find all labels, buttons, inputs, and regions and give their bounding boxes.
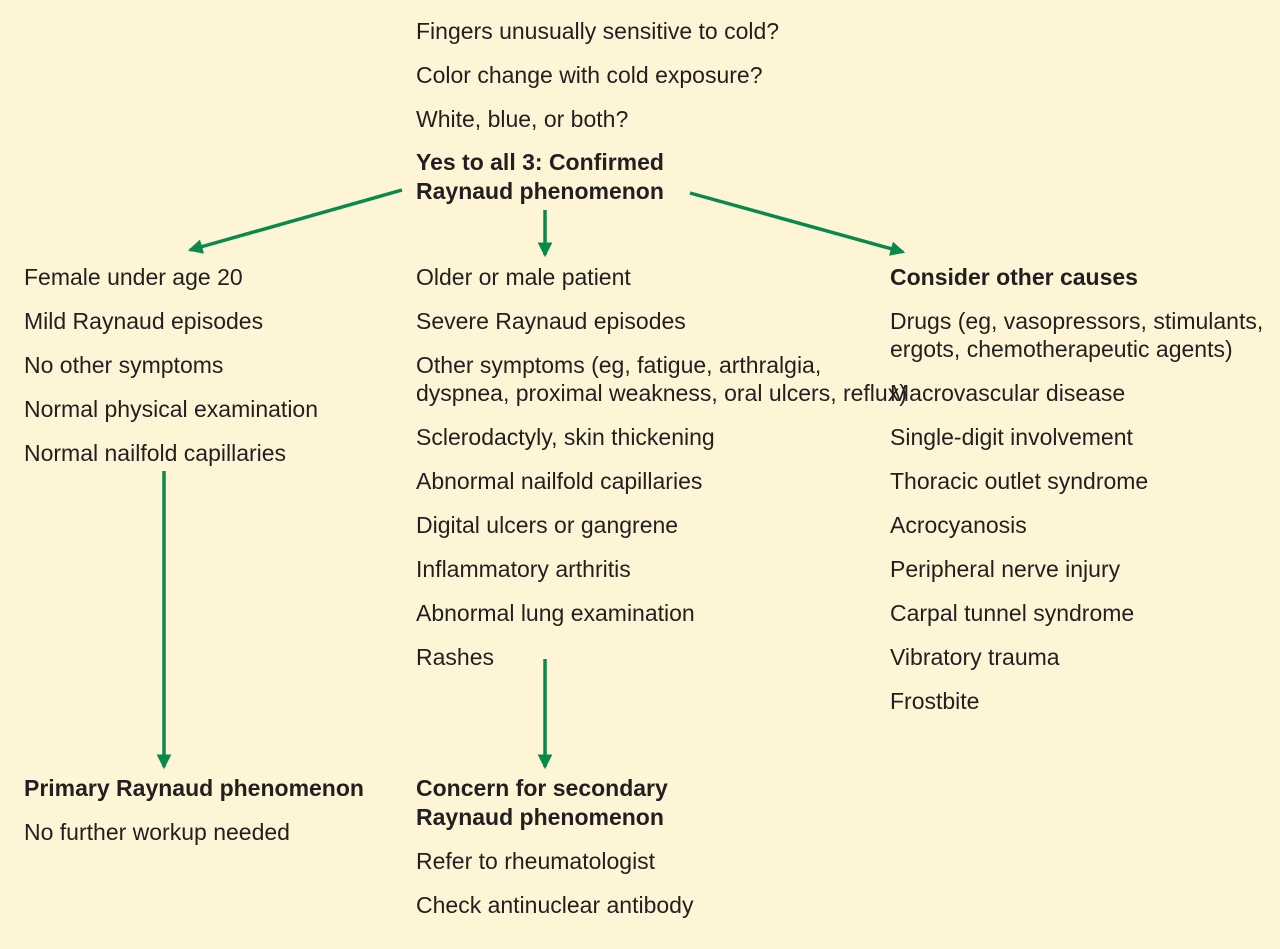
other-cause: ergots, chemotherapeutic agents) bbox=[890, 336, 1233, 362]
secondary-raynaud-outcome-title-line1: Concern for secondary bbox=[416, 775, 668, 801]
secondary-criterion: Abnormal nailfold capillaries bbox=[416, 468, 703, 494]
confirmed-raynaud-line1: Yes to all 3: Confirmed bbox=[416, 149, 664, 175]
other-cause: Frostbite bbox=[890, 688, 980, 714]
other-cause: Macrovascular disease bbox=[890, 380, 1126, 406]
arrow-to-other-causes bbox=[689, 191, 906, 256]
primary-criterion: Mild Raynaud episodes bbox=[24, 308, 264, 334]
question-sensitive-to-cold: Fingers unusually sensitive to cold? bbox=[416, 18, 780, 44]
secondary-criterion: dyspnea, proximal weakness, oral ulcers,… bbox=[416, 380, 907, 406]
secondary-criterion: Sclerodactyly, skin thickening bbox=[416, 424, 715, 450]
secondary-raynaud-outcome-title-line2: Raynaud phenomenon bbox=[416, 804, 664, 830]
secondary-criterion: Digital ulcers or gangrene bbox=[416, 512, 679, 538]
other-cause: Thoracic outlet syndrome bbox=[890, 468, 1149, 494]
secondary-outcome-item: Check antinuclear antibody bbox=[416, 892, 694, 918]
other-cause: Drugs (eg, vasopressors, stimulants, bbox=[890, 308, 1264, 334]
secondary-criterion: Severe Raynaud episodes bbox=[416, 308, 686, 334]
other-cause: Peripheral nerve injury bbox=[890, 556, 1121, 582]
secondary-criterion: Other symptoms (eg, fatigue, arthralgia, bbox=[416, 352, 822, 378]
primary-outcome-item: No further workup needed bbox=[24, 819, 290, 845]
other-cause: Carpal tunnel syndrome bbox=[890, 600, 1135, 626]
primary-criterion: Female under age 20 bbox=[24, 264, 243, 290]
primary-criterion: Normal physical examination bbox=[24, 396, 319, 422]
secondary-criterion: Abnormal lung examination bbox=[416, 600, 695, 626]
other-cause: Single-digit involvement bbox=[890, 424, 1133, 450]
primary-criterion: Normal nailfold capillaries bbox=[24, 440, 287, 466]
question-white-blue: White, blue, or both? bbox=[416, 106, 629, 132]
primary-criterion: No other symptoms bbox=[24, 352, 224, 378]
confirmed-raynaud-line2: Raynaud phenomenon bbox=[416, 178, 664, 204]
secondary-outcome-item: Refer to rheumatologist bbox=[416, 848, 656, 874]
other-cause: Vibratory trauma bbox=[890, 644, 1060, 670]
primary-raynaud-outcome-title: Primary Raynaud phenomenon bbox=[24, 775, 364, 801]
secondary-criterion: Older or male patient bbox=[416, 264, 631, 290]
secondary-criterion: Rashes bbox=[416, 644, 494, 670]
secondary-criterion: Inflammatory arthritis bbox=[416, 556, 631, 582]
other-cause: Acrocyanosis bbox=[890, 512, 1027, 538]
other-causes-title: Consider other causes bbox=[890, 264, 1138, 290]
question-color-change: Color change with cold exposure? bbox=[416, 62, 763, 88]
arrow-to-primary-criteria bbox=[187, 188, 403, 254]
